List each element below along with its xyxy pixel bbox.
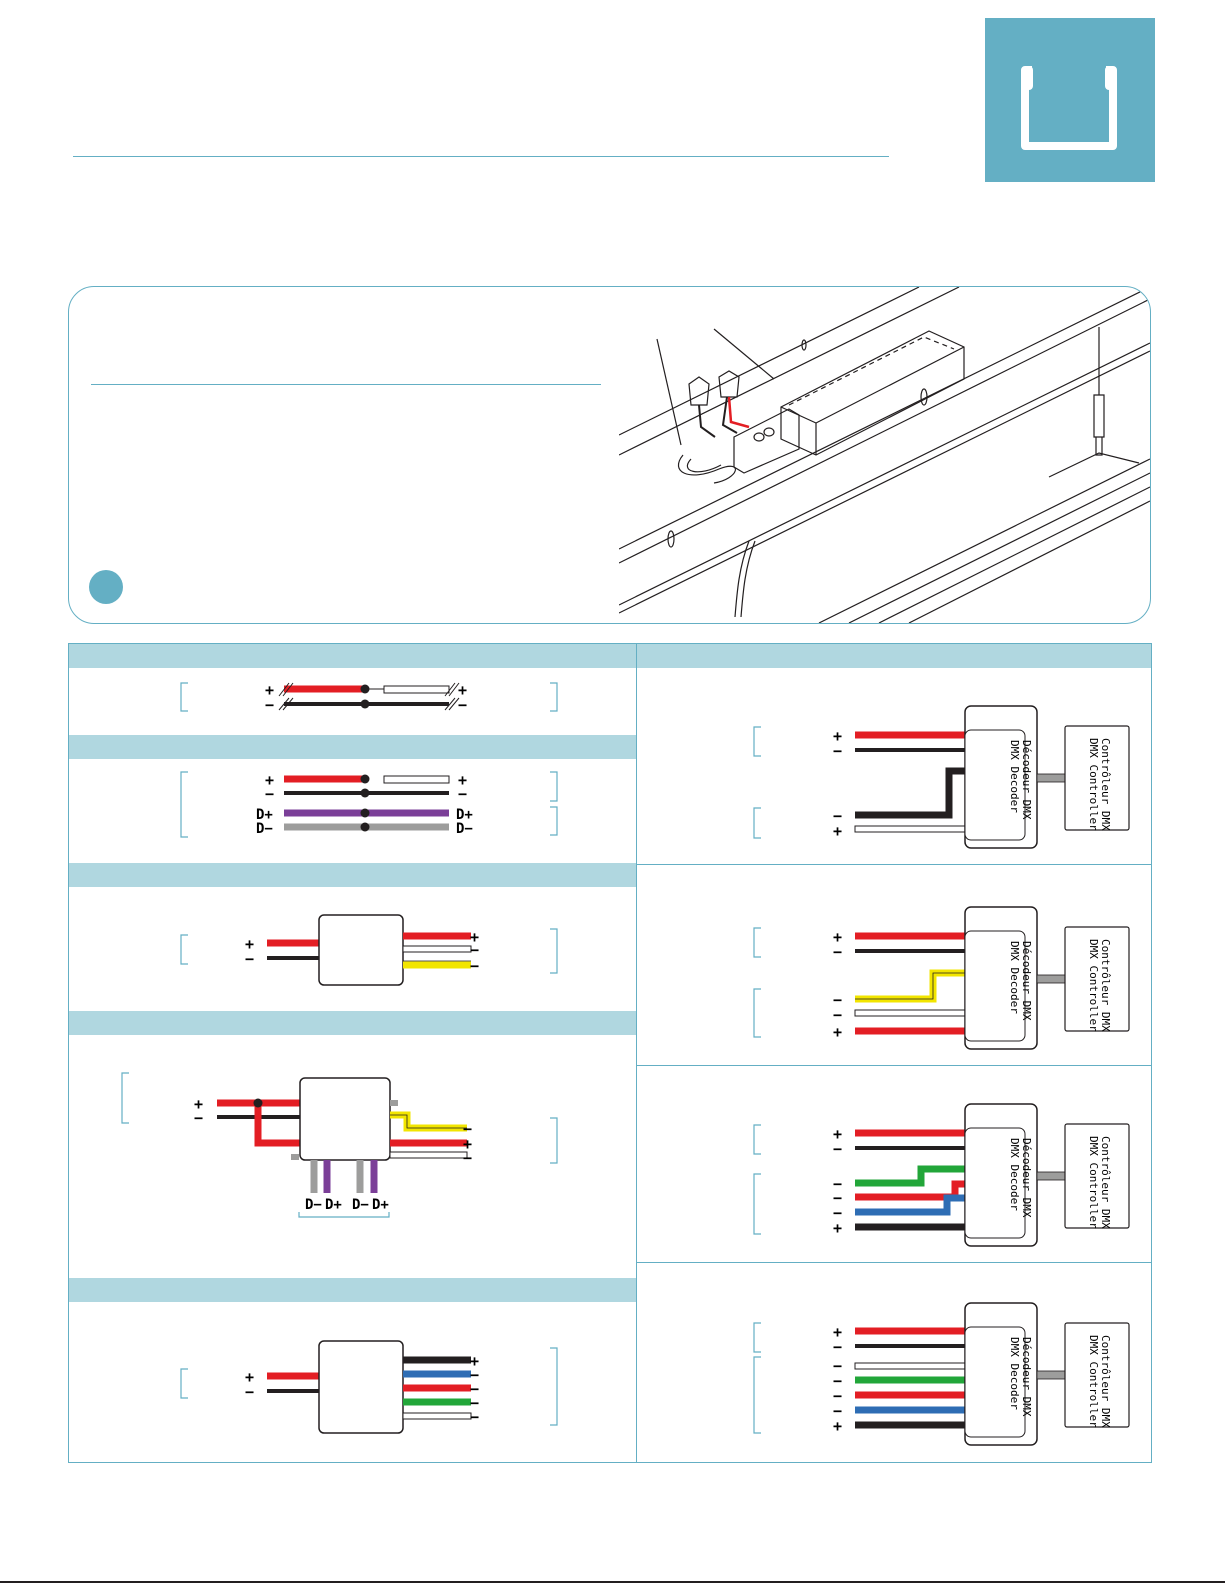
plus-sign: + <box>833 1417 842 1435</box>
minus-sign: − <box>265 696 274 714</box>
dmx-single-color: Décodeur DMX DMX Decoder Contrôleur DMX … <box>753 705 1130 849</box>
plus-sign: + <box>833 1023 842 1041</box>
minus-sign: − <box>245 1383 254 1401</box>
header-rule <box>73 156 889 157</box>
decoder-label-fr: Décodeur DMX <box>1020 941 1033 1021</box>
section-band-4 <box>69 1011 636 1035</box>
decoder-label-fr: Décodeur DMX <box>1020 740 1033 820</box>
fixture-illustration <box>619 287 1150 623</box>
controller-label-en: DMX Controller <box>1087 1136 1100 1229</box>
section-band-3 <box>69 863 636 887</box>
dminus-label: D− <box>456 821 473 837</box>
row-divider-2 <box>636 1065 1151 1066</box>
dplus-label: D+ <box>325 1197 342 1213</box>
wiring-tunable-white-dmx: + − − + − D− D+ D− D+ <box>121 1072 558 1218</box>
minus-sign: − <box>833 943 842 961</box>
bracket-channel-icon <box>985 18 1155 182</box>
decoder-label-en: DMX Decoder <box>1008 1337 1021 1410</box>
minus-sign: − <box>470 941 479 959</box>
column-divider <box>636 644 637 1462</box>
minus-sign: − <box>194 1109 203 1127</box>
dplus-label: D+ <box>372 1197 389 1213</box>
plus-sign: + <box>245 935 254 953</box>
dminus-label: D− <box>305 1197 322 1213</box>
minus-sign: − <box>833 1357 842 1375</box>
plus-sign: + <box>265 681 274 699</box>
dmx-tunable-white: Décodeur DMX DMX Decoder Contrôleur DMX … <box>753 906 1130 1050</box>
controller-label-fr: Contrôleur DMX <box>1099 939 1112 1032</box>
plus-sign: + <box>265 771 274 789</box>
plus-sign: + <box>458 681 467 699</box>
section-band-2 <box>69 735 636 759</box>
dplus-label: D+ <box>256 807 273 823</box>
step-dot <box>89 570 123 604</box>
installation-panel <box>68 286 1151 624</box>
minus-sign: − <box>833 1204 842 1222</box>
minus-sign: − <box>463 1149 472 1167</box>
minus-sign: − <box>833 1175 842 1193</box>
minus-sign: − <box>833 1387 842 1405</box>
decoder-label-en: DMX Decoder <box>1008 740 1021 813</box>
minus-sign: − <box>470 957 479 975</box>
plus-sign: + <box>194 1095 203 1113</box>
section-band-1 <box>69 644 1151 668</box>
minus-sign: − <box>470 1394 479 1412</box>
plus-sign: + <box>833 822 842 840</box>
controller-label-en: DMX Controller <box>1087 939 1100 1032</box>
controller-label-en: DMX Controller <box>1087 738 1100 831</box>
wiring-tunable-white: + − + − − <box>180 914 558 986</box>
minus-sign: − <box>245 950 254 968</box>
plus-sign: + <box>463 1135 472 1153</box>
minus-sign: − <box>470 1380 479 1398</box>
panel-rule <box>91 384 601 385</box>
minus-sign: − <box>833 1189 842 1207</box>
dplus-label: D+ <box>456 807 473 823</box>
controller-label-fr: Contrôleur DMX <box>1099 738 1112 831</box>
wiring-grid: + − + − + − D+ D− + − D+ D− <box>68 643 1152 1463</box>
plus-sign: + <box>470 1352 479 1370</box>
plus-sign: + <box>458 771 467 789</box>
minus-sign: − <box>458 785 467 803</box>
minus-sign: − <box>833 1402 842 1420</box>
minus-sign: − <box>833 1372 842 1390</box>
controller-label-en: DMX Controller <box>1087 1335 1100 1428</box>
wiring-dmx-splice: + − D+ D− + − D+ D− <box>180 771 558 838</box>
plus-sign: + <box>833 727 842 745</box>
plus-sign: + <box>470 928 479 946</box>
minus-sign: − <box>470 1408 479 1426</box>
section-band-5 <box>69 1278 636 1302</box>
dminus-label: D− <box>352 1197 369 1213</box>
minus-sign: − <box>833 742 842 760</box>
controller-label-fr: Contrôleur DMX <box>1099 1136 1112 1229</box>
dmx-rgb: Décodeur DMX DMX Decoder Contrôleur DMX … <box>753 1103 1130 1247</box>
row-divider-1 <box>636 864 1151 865</box>
decoder-label-fr: Décodeur DMX <box>1020 1138 1033 1218</box>
page-bottom-rule <box>0 1581 1225 1583</box>
minus-sign: − <box>833 991 842 1009</box>
minus-sign: − <box>463 1120 472 1138</box>
plus-sign: + <box>833 928 842 946</box>
row-divider-3 <box>636 1262 1151 1263</box>
dminus-label: D− <box>256 821 273 837</box>
dmx-rgbw: Décodeur DMX DMX Decoder Contrôleur DMX … <box>753 1302 1130 1446</box>
minus-sign: − <box>833 1338 842 1356</box>
wiring-rgbw: + − + − − − − <box>180 1340 558 1434</box>
plus-sign: + <box>833 1219 842 1237</box>
minus-sign: − <box>458 696 467 714</box>
minus-sign: − <box>833 1006 842 1024</box>
minus-sign: − <box>470 1366 479 1384</box>
wiring-single-color: + − + − <box>180 681 558 714</box>
decoder-label-en: DMX Decoder <box>1008 941 1021 1014</box>
decoder-label-fr: Décodeur DMX <box>1020 1337 1033 1417</box>
minus-sign: − <box>833 807 842 825</box>
minus-sign: − <box>833 1140 842 1158</box>
decoder-label-en: DMX Decoder <box>1008 1138 1021 1211</box>
plus-sign: + <box>833 1125 842 1143</box>
plus-sign: + <box>833 1323 842 1341</box>
plus-sign: + <box>245 1368 254 1386</box>
minus-sign: − <box>265 785 274 803</box>
controller-label-fr: Contrôleur DMX <box>1099 1335 1112 1428</box>
